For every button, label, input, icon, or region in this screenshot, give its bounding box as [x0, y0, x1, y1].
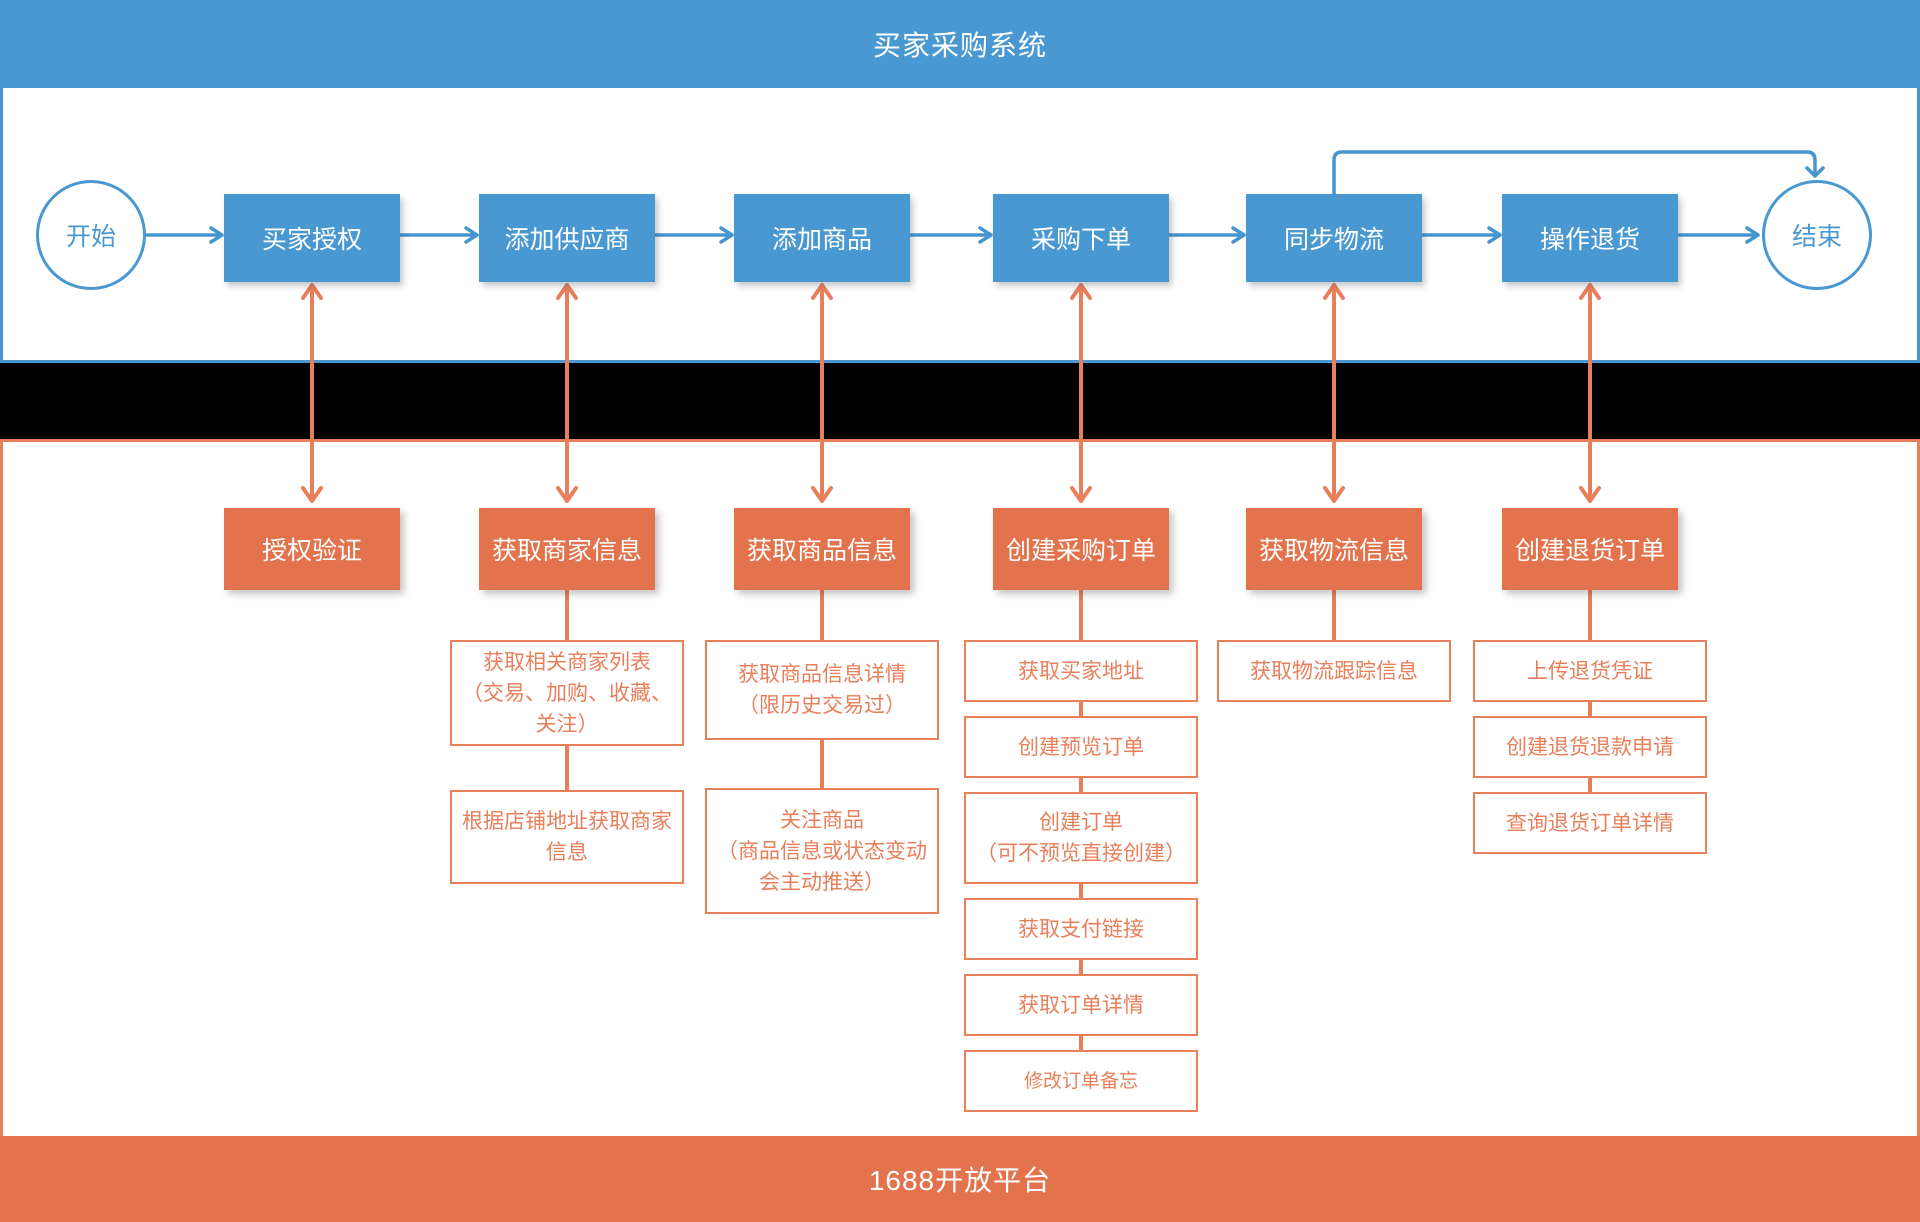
api-item-follow-product: 关注商品 （商品信息或状态变动 会主动推送） — [705, 788, 939, 914]
api-item-upload-return-voucher: 上传退货凭证 — [1473, 640, 1707, 702]
buyer-system-title: 买家采购系统 — [872, 30, 1047, 61]
api-group-auth-verification: 授权验证 — [224, 508, 400, 590]
flow-step-sync-logistics: 同步物流 — [1246, 194, 1422, 282]
flow-step-add-product: 添加商品 — [734, 194, 910, 282]
api-group-purchase-order: 创建采购订单 — [993, 508, 1169, 590]
api-item-order-detail: 获取订单详情 — [964, 974, 1198, 1036]
api-item-related-merchant-list: 获取相关商家列表 （交易、加购、收藏、 关注） — [450, 640, 684, 746]
start-node: 开始 — [36, 180, 146, 290]
flow-step-buyer-authorization: 买家授权 — [224, 194, 400, 282]
api-item-payment-link: 获取支付链接 — [964, 898, 1198, 960]
api-item-order-memo: 修改订单备忘 — [964, 1050, 1198, 1112]
api-group-merchant-info: 获取商家信息 — [479, 508, 655, 590]
api-item-return-refund-application: 创建退货退款申请 — [1473, 716, 1707, 778]
api-item-return-order-detail: 查询退货订单详情 — [1473, 792, 1707, 854]
api-item-create-order: 创建订单 （可不预览直接创建） — [964, 792, 1198, 884]
api-group-return-order: 创建退货订单 — [1502, 508, 1678, 590]
open-platform-banner: 1688开放平台 — [0, 1136, 1920, 1222]
api-group-logistics-info: 获取物流信息 — [1246, 508, 1422, 590]
divider-band — [0, 363, 1920, 439]
api-item-product-detail: 获取商品信息详情 （限历史交易过） — [705, 640, 939, 740]
end-node-label: 结束 — [1791, 223, 1842, 251]
start-node-label: 开始 — [65, 223, 116, 251]
api-item-buyer-address: 获取买家地址 — [964, 640, 1198, 702]
flow-step-place-order: 采购下单 — [993, 194, 1169, 282]
open-platform-title: 1688开放平台 — [868, 1165, 1052, 1196]
end-node: 结束 — [1762, 180, 1872, 290]
flow-step-handle-return: 操作退货 — [1502, 194, 1678, 282]
buyer-system-banner: 买家采购系统 — [0, 0, 1920, 88]
flow-step-add-supplier: 添加供应商 — [479, 194, 655, 282]
api-item-preview-order: 创建预览订单 — [964, 716, 1198, 778]
api-item-merchant-by-shop-url: 根据店铺地址获取商家 信息 — [450, 790, 684, 884]
api-item-logistics-tracking: 获取物流跟踪信息 — [1217, 640, 1451, 702]
api-group-product-info: 获取商品信息 — [734, 508, 910, 590]
